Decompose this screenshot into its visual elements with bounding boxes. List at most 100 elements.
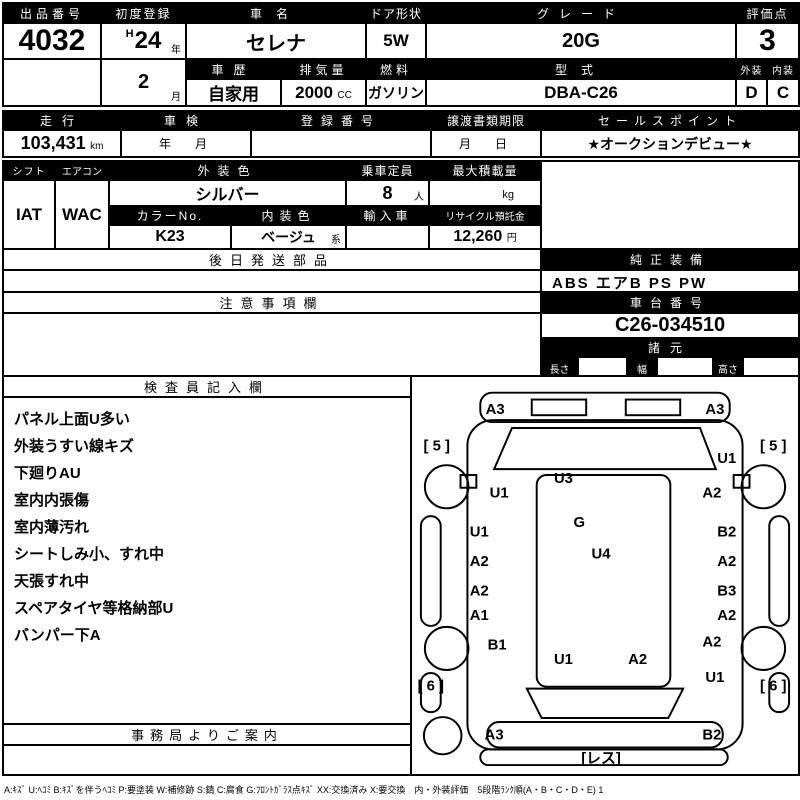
chassis-no-value: C26-034510 [539, 312, 800, 339]
inspector-comment: バンパー下A [14, 627, 101, 645]
color-no-value: K23 [108, 224, 232, 250]
inspector-comment: 室内薄汚れ [14, 519, 90, 537]
damage-marker-A2: A2 [470, 584, 489, 600]
inspection-value: 年 月 [120, 129, 252, 158]
era-letter: H [125, 28, 134, 40]
side-panel-right-rear [768, 671, 791, 714]
transfer-deadline-header: 譲渡書類期限 [430, 110, 542, 131]
inspection-header: 車検 [120, 110, 252, 131]
capacity-unit: 人 [414, 192, 425, 203]
history-header: 車歴 [185, 58, 282, 80]
damage-marker-U1: U1 [705, 670, 724, 686]
recycle-header: リサイクル預託金 [428, 205, 543, 226]
dimensions-header: 諸元 [539, 337, 800, 358]
interior-grade-value: C [766, 78, 800, 107]
mileage-value: 103,431 [20, 133, 86, 153]
damage-marker-A2: A2 [717, 554, 736, 570]
damage-marker-A3: A3 [705, 402, 724, 418]
inspector-title: 検査員記入欄 [2, 374, 412, 399]
first-reg-header: 初度登録 [100, 2, 187, 24]
wheel-rear-left [423, 625, 470, 671]
shift-value: IAT [2, 179, 56, 250]
damage-code-legend: A:ｷｽﾞ U:ﾍｺﾐ B:ｷｽﾞを伴うﾍｺﾐ P:要塗装 W:補修跡 S:錆 … [4, 785, 604, 795]
grade-header: グレード [425, 2, 738, 24]
damage-marker-U4: U4 [592, 546, 612, 562]
exterior-grade-value: D [735, 78, 769, 107]
displacement-value: 2000 [295, 82, 333, 102]
displacement-header: 排気量 [279, 58, 368, 80]
damage-marker-U1: U1 [717, 451, 736, 467]
later-parts-value [1, 269, 543, 295]
side-panel-right [768, 515, 791, 627]
office-notice-blank [2, 743, 412, 777]
auction-no-header: 出品番号 [2, 2, 102, 24]
damage-marker-A2: A2 [702, 486, 721, 502]
damage-marker-B2: B2 [702, 728, 721, 744]
grade-value: 20G [425, 22, 738, 60]
damage-marker-5: [ 5 ] [760, 439, 786, 455]
headlight-right [624, 398, 682, 417]
first-reg-month-cell: 2 月 [100, 58, 187, 107]
rear-bumper [486, 720, 724, 749]
int-color-suffix: 系 [331, 235, 342, 246]
rear-window [525, 687, 685, 720]
model-code-value: DBA-C26 [425, 78, 738, 107]
transfer-deadline-value: 月 日 [430, 129, 542, 158]
section-inspection: 検査員記入欄 [2, 374, 800, 777]
aircon-value: WAC [54, 179, 110, 250]
displacement-unit: CC [337, 89, 352, 101]
door-shape-header: ドア形状 [365, 2, 428, 24]
notes-header: 注意事項欄 [2, 291, 542, 314]
fuel-value: ガソリン [365, 78, 428, 107]
damage-marker-6: [ 6 ] [418, 679, 444, 695]
first-reg-year: 24 [134, 27, 162, 54]
section-notes: 注意事項欄 車台番号 C26-034510 諸元 長さ 幅 高さ [2, 291, 800, 381]
windshield [492, 426, 718, 471]
mileage-cell: 103,431 km [2, 129, 122, 158]
inspector-comment: 室内内張傷 [14, 492, 90, 510]
max-load-cell: kg [428, 179, 543, 207]
color-no-header: カラーNo. [108, 205, 232, 226]
equipment-header: 純正装備 [540, 248, 800, 271]
sales-point-value: ★オークションデビュー★ [540, 129, 800, 158]
score-header: 評価点 [735, 2, 800, 24]
ext-color-value: シルバー [107, 179, 348, 207]
inspector-comment: スペアタイヤ等格納部U [14, 600, 174, 618]
import-header: 輸入車 [345, 205, 431, 226]
spare-tire [422, 716, 463, 756]
reg-no-value [250, 129, 432, 158]
side-panel-left-rear [419, 671, 442, 714]
damage-marker-U1: U1 [554, 652, 573, 668]
first-reg-month: 2 [137, 71, 150, 93]
damage-marker-B2: B2 [717, 525, 736, 541]
damage-marker-U3: U3 [554, 471, 573, 487]
displacement-cell: 2000 CC [279, 78, 368, 107]
section-identification: 出品番号 初度登録 車名 ドア形状 グレード 評価点 4032 H 24 年 セ… [2, 2, 800, 107]
max-load-header: 最大積載量 [428, 160, 543, 181]
fuel-header: 燃料 [365, 58, 428, 80]
wheel-front-left [423, 464, 470, 510]
mileage-unit: km [90, 141, 104, 152]
month-unit: 月 [171, 92, 181, 103]
exterior-header: 外装 [735, 58, 769, 80]
damage-marker-U1: U1 [470, 525, 489, 541]
import-value [345, 224, 431, 250]
front-bumper [479, 391, 731, 424]
int-color-header: 内装色 [229, 205, 348, 226]
ext-color-header: 外装色 [107, 160, 348, 181]
inspector-comments-area: パネル上面U多い 外装うすい線キズ 下廻りAU 室内内張傷 室内薄汚れ シートし… [2, 396, 412, 725]
inspector-comment: 下廻りAU [14, 465, 81, 483]
damage-marker-G: G [573, 515, 585, 531]
recycle-unit: 円 [506, 233, 517, 244]
recycle-value: 12,260 [453, 228, 503, 245]
damage-marker-A1: A1 [470, 608, 489, 624]
damage-marker-U1: U1 [490, 486, 509, 502]
damage-marker-5: [ 5 ] [424, 439, 450, 455]
later-parts-header: 後日発送部品 [1, 248, 543, 271]
shift-header: シフト [2, 160, 56, 181]
cabin-outline [535, 474, 672, 688]
inspector-comment: 外装うすい線キズ [14, 438, 135, 456]
wheel-front-right [740, 464, 787, 510]
